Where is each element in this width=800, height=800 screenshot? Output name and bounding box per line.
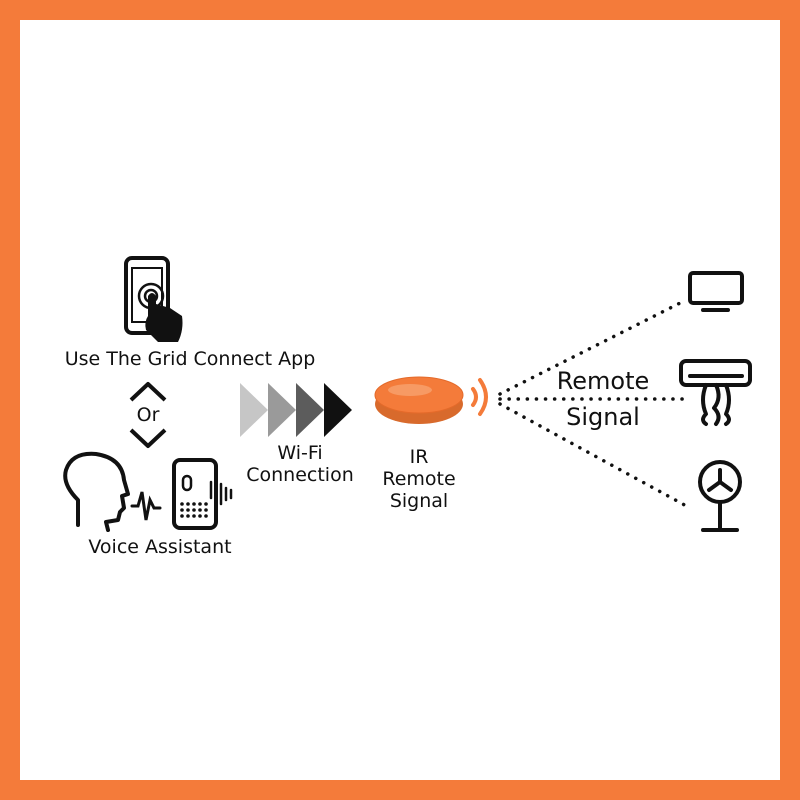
- voice-assistant-label: Voice Assistant: [88, 536, 232, 558]
- ir-label-line1: IR: [409, 446, 429, 468]
- chevron-up-icon: [129, 382, 167, 402]
- ir-hub-icon: [374, 376, 464, 424]
- tv-icon: [688, 271, 744, 312]
- or-label: Or: [136, 404, 160, 426]
- arrow-2: [268, 383, 296, 437]
- wifi-arrows: [240, 383, 352, 437]
- chevron-down-icon: [135, 428, 161, 442]
- smart-speaker-icon: [172, 458, 233, 530]
- arrow-1: [240, 383, 268, 437]
- ir-label-line2: Remote: [382, 468, 456, 490]
- smartphone-touch-icon: [124, 256, 183, 342]
- chevron-down-icon: [129, 428, 167, 448]
- air-conditioner-icon: [679, 359, 752, 426]
- fan-icon: [698, 460, 742, 532]
- sound-wave-icon: [130, 491, 162, 521]
- signal-line-fan: [498, 402, 692, 510]
- speaking-head-icon: [63, 451, 130, 532]
- app-label: Use The Grid Connect App: [64, 348, 316, 370]
- ir-signal-icon: [471, 378, 488, 416]
- remote-signal-line2: Signal: [566, 403, 640, 431]
- arrow-4: [324, 383, 352, 437]
- ir-label-line3: Signal: [389, 490, 449, 512]
- signal-lines: [498, 298, 692, 510]
- arrow-3: [296, 383, 324, 437]
- remote-signal-line1: Remote: [556, 367, 650, 395]
- wifi-label-line1: Wi-Fi: [277, 442, 323, 464]
- chevron-up-icon: [135, 388, 161, 402]
- wifi-label-line2: Connection: [246, 464, 354, 486]
- signal-line-tv: [498, 298, 688, 396]
